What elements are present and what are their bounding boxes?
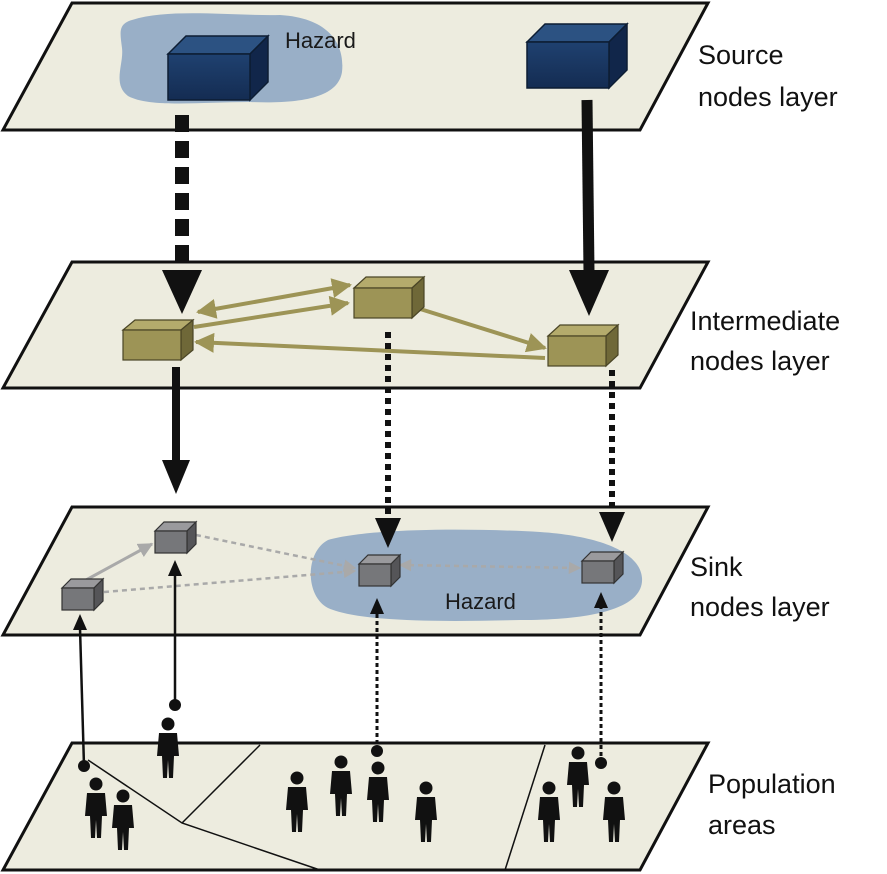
intermediate-node-1 <box>121 318 195 362</box>
source-node-2 <box>525 22 629 90</box>
dotted-arrow-intermediate2-to-sink <box>375 332 401 548</box>
intermediate-node-2 <box>352 275 426 320</box>
person-icon <box>538 781 560 842</box>
person-icon <box>112 789 134 850</box>
dotted-arrow-population-to-sink-3 <box>370 598 384 757</box>
solid-arrow-intermediate1-to-sink <box>162 367 190 494</box>
dotted-arrow-population-to-sink-4 <box>594 592 608 769</box>
hazard-label-source: Hazard <box>285 28 356 53</box>
dashed-arrow-source1-to-intermediate <box>162 115 202 314</box>
person-icon <box>330 755 352 816</box>
source-layer-label-line2: nodes layer <box>698 82 838 112</box>
person-icon <box>415 781 437 842</box>
person-icon <box>367 761 389 822</box>
intermediate-layer-label-line1: Intermediate <box>690 306 840 336</box>
population-layer-label-line1: Population <box>708 769 836 799</box>
intermediate-node-3 <box>546 323 620 368</box>
solid-arrow-source2-to-intermediate <box>569 99 609 316</box>
solid-arrow-population-to-sink-2 <box>168 560 182 711</box>
person-icon <box>286 771 308 832</box>
source-node-1 <box>166 34 270 102</box>
sink-layer-label-line1: Sink <box>690 552 743 582</box>
solid-arrow-population-to-sink-1 <box>73 614 90 772</box>
person-icon <box>603 781 625 842</box>
sink-node-1 <box>60 577 105 612</box>
intermediate-links <box>193 278 547 360</box>
population-people-icons <box>85 717 625 850</box>
dotted-arrow-intermediate3-to-sink <box>599 370 625 542</box>
person-icon <box>85 777 107 838</box>
sink-node-4 <box>580 550 625 585</box>
hazard-zone-sink <box>310 529 643 621</box>
person-icon <box>157 717 179 778</box>
person-icon <box>567 746 589 807</box>
sink-node-3 <box>357 553 402 588</box>
intermediate-layer-label-line2: nodes layer <box>690 346 830 376</box>
population-area-borders <box>87 744 546 871</box>
sink-links <box>85 533 582 594</box>
hazard-label-sink: Hazard <box>445 589 516 614</box>
sink-node-2 <box>153 520 198 555</box>
population-layer-label-line2: areas <box>708 810 776 840</box>
population-layer-plane <box>0 741 711 872</box>
sink-layer-label-line2: nodes layer <box>690 592 830 622</box>
source-layer-label-line1: Source <box>698 40 784 70</box>
